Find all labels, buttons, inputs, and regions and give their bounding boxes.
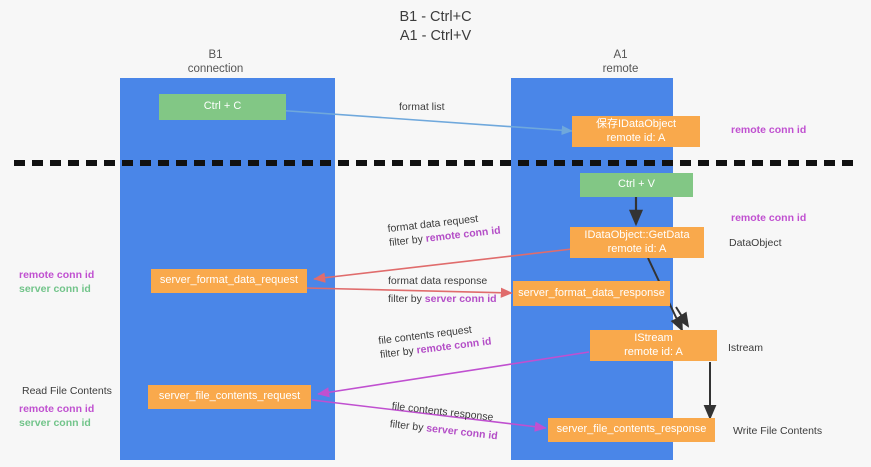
filter-prefix: filter by [389, 418, 428, 435]
legend-left-mid-remote: remote conn id [19, 269, 95, 281]
node-server-file-contents-request[interactable]: server_file_contents_request [148, 385, 311, 409]
node-getdata-line1: IDataObject::GetData [584, 229, 690, 241]
column-a1-name: A1 [613, 49, 628, 61]
node-save-idataobject-line2: remote id: A [606, 131, 666, 144]
node-ctrl-c[interactable]: Ctrl + C [159, 94, 286, 120]
node-istream-line1: IStream [634, 332, 673, 344]
edge-label-format-data-response-filter: filter by server conn id [388, 292, 497, 306]
annotation-remote-conn-id-mid: remote conn id [731, 211, 806, 225]
annotation-remote-conn-id-top: remote conn id [731, 123, 806, 137]
annotation-remote-conn-id-top-text: remote conn id [731, 124, 807, 136]
column-b1-role: connection [187, 63, 244, 75]
annotation-istream: Istream [728, 341, 763, 355]
edge-label-format-data-request: format data request filter by remote con… [387, 209, 501, 250]
column-header-a1: A1 remote [535, 48, 706, 76]
node-server-format-data-response[interactable]: server_format_data_response [513, 281, 670, 306]
edge-label-format-data-response-text: format data response [388, 275, 488, 287]
filter-prefix: filter by [379, 344, 418, 362]
edge-label-file-contents-request: file contents request filter by remote c… [378, 321, 493, 362]
legend-left-bottom: remote conn id server conn id [19, 402, 94, 430]
node-ctrl-v[interactable]: Ctrl + V [580, 173, 693, 197]
legend-left-mid: remote conn id server conn id [19, 268, 94, 296]
annotation-data-object-text: DataObject [729, 237, 782, 249]
edge-label-file-contents-response: file contents response filter by server … [389, 399, 500, 443]
annotation-read-file-contents: Read File Contents [22, 384, 112, 398]
node-server-file-contents-request-label: server_file_contents_request [158, 390, 301, 403]
filter-key-server-conn-id: server conn id [425, 422, 499, 443]
legend-left-bottom-server: server conn id [19, 417, 91, 429]
annotation-data-object: DataObject [729, 236, 782, 250]
edge-label-format-list: format list [399, 100, 445, 114]
edge-label-format-data-response: format data response filter by server co… [388, 274, 497, 306]
node-save-idataobject[interactable]: 保存IDataObject remote id: A [572, 116, 700, 147]
node-server-format-data-response-label: server_format_data_response [518, 286, 665, 299]
legend-left-mid-server: server conn id [19, 283, 91, 295]
node-server-format-data-request-label: server_format_data_request [159, 274, 299, 287]
annotation-remote-conn-id-mid-text: remote conn id [731, 212, 807, 224]
title-line-1: B1 - Ctrl+C [399, 9, 472, 25]
annotation-read-file-contents-text: Read File Contents [22, 385, 112, 397]
node-ctrl-c-label: Ctrl + C [203, 100, 242, 113]
node-istream[interactable]: IStream remote id: A [590, 330, 717, 361]
column-a1-role: remote [602, 63, 639, 75]
node-idataobject-getdata[interactable]: IDataObject::GetData remote id: A [570, 227, 704, 258]
column-header-b1: B1 connection [144, 48, 287, 76]
column-b1-name: B1 [208, 49, 223, 61]
node-server-format-data-request[interactable]: server_format_data_request [151, 269, 307, 293]
node-getdata-line2: remote id: A [607, 242, 667, 255]
filter-prefix: filter by [388, 293, 425, 305]
edge-format-response-istream [675, 306, 690, 328]
filter-key-server-conn-id: server conn id [424, 293, 497, 305]
page-title: B1 - Ctrl+C A1 - Ctrl+V [0, 8, 871, 46]
node-save-idataobject-line1: 保存IDataObject [595, 118, 677, 130]
node-server-file-contents-response[interactable]: server_file_contents_response [548, 418, 715, 442]
title-line-2: A1 - Ctrl+V [399, 28, 472, 44]
node-server-file-contents-response-label: server_file_contents_response [556, 423, 707, 436]
node-ctrl-v-label: Ctrl + V [618, 178, 655, 191]
filter-prefix: filter by [388, 232, 427, 250]
node-istream-line2: remote id: A [624, 345, 683, 358]
annotation-write-file-contents: Write File Contents [733, 424, 822, 438]
annotation-write-file-contents-text: Write File Contents [733, 425, 823, 437]
legend-left-bottom-remote: remote conn id [19, 403, 95, 415]
annotation-istream-text: Istream [728, 342, 764, 354]
edge-label-format-list-text: format list [399, 101, 445, 113]
